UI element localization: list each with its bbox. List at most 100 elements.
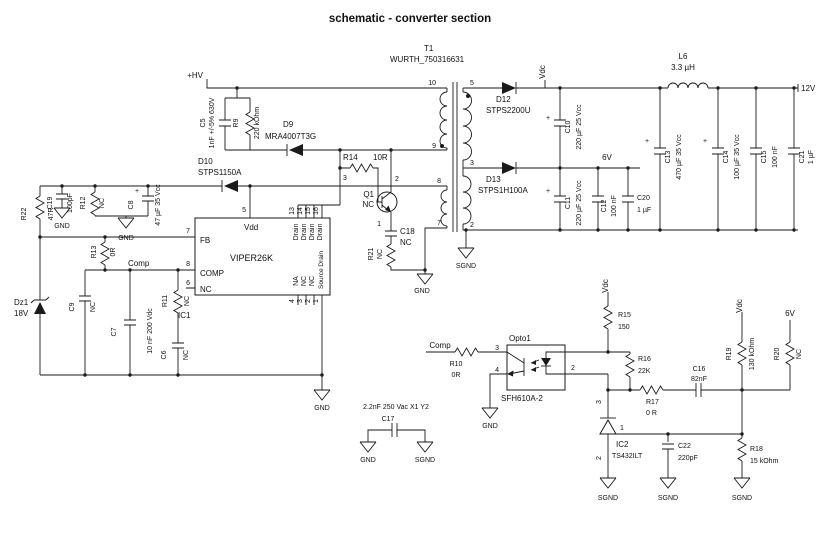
ic1-labels: FB Vdd VIPER26K COMP NC IC1 7 5 8 6 13 1… [178,207,325,320]
inductor-l6-symbol [667,82,709,89]
ic1-drain-label-1: Drain [293,224,300,241]
r10-val: 0R [452,372,461,379]
r21-val: NC [377,249,384,259]
ic1-bottom-nc2: NC [309,276,316,286]
ic1-bottom-na: NA [293,276,300,286]
c11-val: 220 µF 25 Vcc [576,180,583,226]
c10-ref: C10 [565,120,572,133]
net-comp-label: Comp [128,259,150,268]
feedback-part-labels: R15 150 R16 22K R10 0R Opto1 SFH610A-2 3… [363,312,803,465]
r18-ref: R18 [750,446,763,453]
r11-val: NC [184,296,191,306]
c12-ref: C12 [601,199,608,212]
net-6v-label: 6V [602,153,612,162]
ic1-pinnum-1: 1 [313,299,320,303]
c13-val: 470 µF 35 Vcc [676,134,683,180]
phase-dot-secondary [466,94,470,98]
secondary-part-labels: D12 STPS2200U D13 STPS1H100A + C10 220 µ… [478,52,815,226]
d12-ref: D12 [496,95,511,104]
sgnd-label-c17: SGND [415,457,435,464]
d10-val: STPS1150A [198,168,242,177]
c20-ref: C20 [637,195,650,202]
c20-val: 1 µF [637,207,651,214]
sgnd-label-xfmr: SGND [456,263,476,270]
ic1-pinnum-5: 5 [242,207,246,214]
r10-ref: R10 [450,361,463,368]
t1-pin5: 5 [470,80,474,87]
d9-diode-icon [289,144,303,156]
q1-val: NC [362,200,374,209]
c9-ref: C9 [69,302,76,311]
ic2-ref: IC2 [616,440,629,449]
resistor-symbols [35,111,795,462]
c17-ref: C17 [382,416,395,423]
c16-val: 82nF [691,376,707,383]
junction-dots [38,86,796,436]
q1-ref: Q1 [363,190,374,199]
ic2-pin1: 1 [620,425,624,432]
ic1-pin-fb: FB [200,236,210,245]
c22-ref: C22 [678,443,691,450]
ic1-bottom-nc1: NC [301,276,308,286]
t1-pin10: 10 [428,80,436,87]
sgnd-label-ic2: SGND [598,495,618,502]
c10-polarity: + [546,115,550,122]
ic1-name: VIPER26K [230,253,273,263]
r20-val: NC [796,349,803,359]
r19-ref: R19 [726,347,733,360]
r12-val: NC [99,198,106,208]
c8-polarity: + [135,188,139,195]
wires-feedback [367,292,791,478]
ic1-pinnum-4: 4 [289,299,296,303]
t1-pin2: 2 [470,222,474,229]
c13-polarity: + [645,138,649,145]
q1-pin3: 3 [343,175,347,182]
ic1-pinnum-6: 6 [186,280,190,287]
net-comp-label-fb: Comp [429,341,451,350]
opto1-pin3: 3 [495,345,499,352]
ic1-drain-label-4: Drain [317,224,324,241]
c13-ref: C13 [665,150,672,163]
ic1-pin-vdd: Vdd [244,223,258,232]
c5-val: 1nF +/-5% 630V [209,97,216,148]
r20-ref: R20 [774,347,781,360]
r14-val: 10R [373,153,388,162]
c14-val: 100 µF 35 Vcc [734,134,741,180]
opto1-symbol [506,344,566,391]
l6-ref: L6 [679,52,688,61]
gnd-label-c8: GND [118,235,134,242]
ic1-pinnum-3: 3 [297,299,304,303]
r14-ref: R14 [343,153,358,162]
d9-val: MRA4007T3G [265,132,316,141]
r13-val: 0R [110,248,117,257]
opto1-ref: Opto1 [509,334,531,343]
net-vdc-label: Vdc [538,65,547,79]
ic2-part: TS432ILT [612,453,643,460]
r17-ref: R17 [646,399,659,406]
r13-ref: R13 [91,245,98,258]
t1-ref: T1 [424,44,434,53]
gnd-label-opto: GND [482,423,498,430]
t1-part: WURTH_750316631 [390,55,465,64]
r22-val: 47R [48,208,55,221]
c8-val: 47 µF 35 Vcc [155,184,162,226]
r21-ref: R21 [368,247,375,260]
ic1-pinnum-14: 14 [297,207,304,215]
transformer-t1-symbol [439,82,472,232]
d13-val: STPS1H100A [478,186,528,195]
ic1-pinnum-16: 16 [313,207,320,215]
c14-polarity: + [703,138,707,145]
c11-polarity: + [546,188,550,195]
c17-val: 2.2nF 250 Vac X1 Y2 [363,404,429,411]
l6-val: 3.3 µH [671,63,695,72]
dz1-zener-icon [34,302,46,314]
ic1-ref: IC1 [178,311,191,320]
wires-secondary [462,80,799,248]
opto1-part: SFH610A-2 [501,394,543,403]
c16-ref: C16 [693,366,706,373]
r9-val: 220 kOhm [254,107,261,139]
c10-val: 220 µF 25 Vcc [576,104,583,150]
r11-ref: R11 [162,295,169,307]
c6-val: NC [183,350,190,360]
